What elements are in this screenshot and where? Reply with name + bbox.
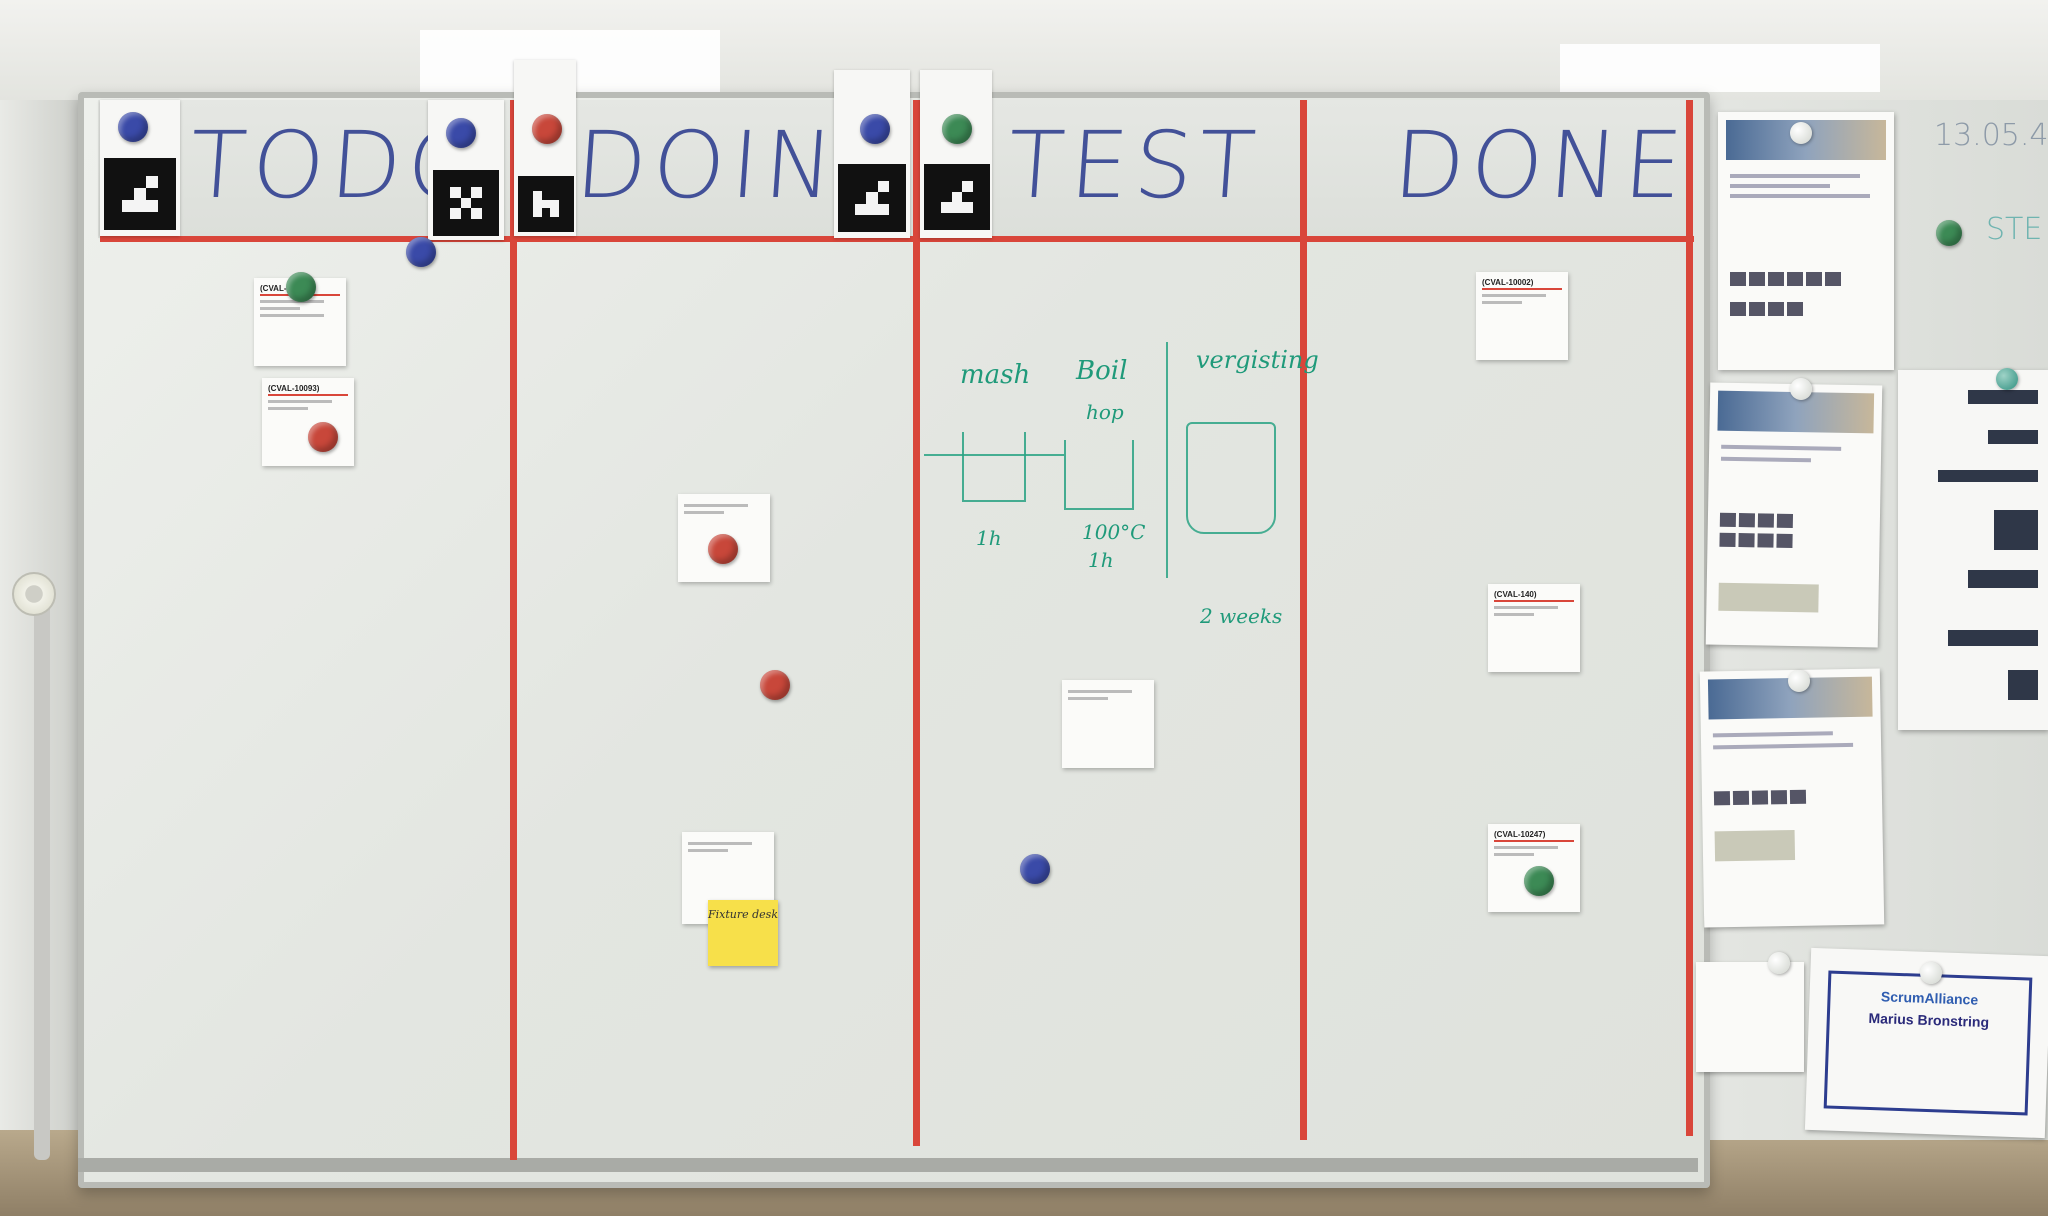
blue-magnet[interactable] xyxy=(1020,854,1050,884)
sketch-label-boil: Boil xyxy=(1076,356,1128,386)
task-card-id: (CVAL-140) xyxy=(1494,590,1574,602)
task-card[interactable]: (CVAL-10002) xyxy=(1476,272,1568,360)
comic-printout xyxy=(1696,962,1804,1072)
fiducial-marker xyxy=(104,158,176,230)
sketch-label-duration: 2 weeks xyxy=(1200,604,1283,628)
green-magnet[interactable] xyxy=(286,272,316,302)
card-text-line xyxy=(1494,606,1558,609)
sketch-fermenter xyxy=(1186,422,1276,534)
board-tray xyxy=(78,1158,1698,1172)
card-text-line xyxy=(260,307,300,310)
card-text-line xyxy=(1482,294,1546,297)
green-magnet[interactable] xyxy=(1524,866,1554,896)
task-card-id: (CVAL-10002) xyxy=(1482,278,1562,290)
schedule-printout xyxy=(1898,370,2048,730)
card-text-line xyxy=(260,314,324,317)
blue-magnet[interactable] xyxy=(406,237,436,267)
column-divider-line xyxy=(1686,100,1693,1136)
card-text-line xyxy=(1494,846,1558,849)
tape-roll xyxy=(12,572,56,616)
push-pin xyxy=(1996,368,2018,390)
red-magnet[interactable] xyxy=(532,114,562,144)
wall-ste-note: STE xyxy=(1986,212,2043,247)
column-divider-line xyxy=(510,100,517,1160)
push-pin xyxy=(1790,122,1812,144)
card-text-line xyxy=(268,400,332,403)
task-card[interactable]: (CVAL-140) xyxy=(1488,584,1580,672)
card-text-line xyxy=(688,842,752,845)
card-text-line xyxy=(1494,853,1534,856)
ceiling-light xyxy=(1560,44,1880,92)
sketch-boil-vessel xyxy=(1064,440,1134,510)
listing-printout xyxy=(1718,112,1894,370)
task-card[interactable] xyxy=(1062,680,1154,768)
sketch-mash-vessel xyxy=(962,432,1026,502)
blue-magnet[interactable] xyxy=(860,114,890,144)
card-text-line xyxy=(684,504,748,507)
card-text-line xyxy=(260,300,324,303)
card-text-line xyxy=(684,511,724,514)
column-divider-line xyxy=(913,100,920,1146)
card-text-line xyxy=(1068,697,1108,700)
green-magnet[interactable] xyxy=(1936,220,1962,246)
column-title-done: DONE xyxy=(1390,112,1692,219)
fiducial-marker xyxy=(518,176,574,232)
board-stand-pole xyxy=(34,600,50,1160)
sketch-label-vergisting: vergisting xyxy=(1196,346,1319,374)
blue-magnet[interactable] xyxy=(446,118,476,148)
task-card-id: (CVAL-10093) xyxy=(268,384,348,396)
listing-printout xyxy=(1699,668,1885,928)
column-divider-line xyxy=(1300,100,1307,1140)
card-text-line xyxy=(1068,690,1132,693)
sketch-flow-line xyxy=(924,454,1064,456)
push-pin xyxy=(1788,670,1810,692)
fiducial-marker xyxy=(433,170,499,236)
card-text-line xyxy=(688,849,728,852)
sketch-label-time-2: 1h xyxy=(1088,548,1114,572)
push-pin xyxy=(1768,952,1790,974)
sketch-label-mash: mash xyxy=(960,360,1031,390)
red-magnet[interactable] xyxy=(308,422,338,452)
card-text-line xyxy=(1494,613,1534,616)
sketch-label-hop: hop xyxy=(1086,400,1124,424)
task-card-id: (CVAL-10247) xyxy=(1494,830,1574,842)
push-pin xyxy=(1790,378,1812,400)
task-card[interactable]: (CVAL-10093) xyxy=(262,378,354,466)
card-text-line xyxy=(1482,301,1522,304)
sketch-divider-line xyxy=(1166,342,1168,578)
ceiling xyxy=(0,0,2048,100)
fiducial-marker xyxy=(838,164,906,232)
fiducial-marker xyxy=(924,164,990,230)
kanban-whiteboard xyxy=(78,92,1710,1188)
listing-printout xyxy=(1705,382,1883,648)
push-pin xyxy=(1920,962,1942,984)
column-title-test: TEST xyxy=(1004,112,1265,219)
blue-magnet[interactable] xyxy=(118,112,148,142)
red-magnet[interactable] xyxy=(708,534,738,564)
red-magnet[interactable] xyxy=(760,670,790,700)
header-divider-line xyxy=(100,236,1694,242)
sketch-label-temp: 100°C xyxy=(1082,520,1146,544)
wall-date-note: 13.05.4 xyxy=(1934,118,2048,153)
card-text-line xyxy=(268,407,308,410)
green-magnet[interactable] xyxy=(942,114,972,144)
sketch-label-time-1: 1h xyxy=(976,526,1002,550)
sticky-note[interactable]: Fixture desk xyxy=(708,900,778,966)
